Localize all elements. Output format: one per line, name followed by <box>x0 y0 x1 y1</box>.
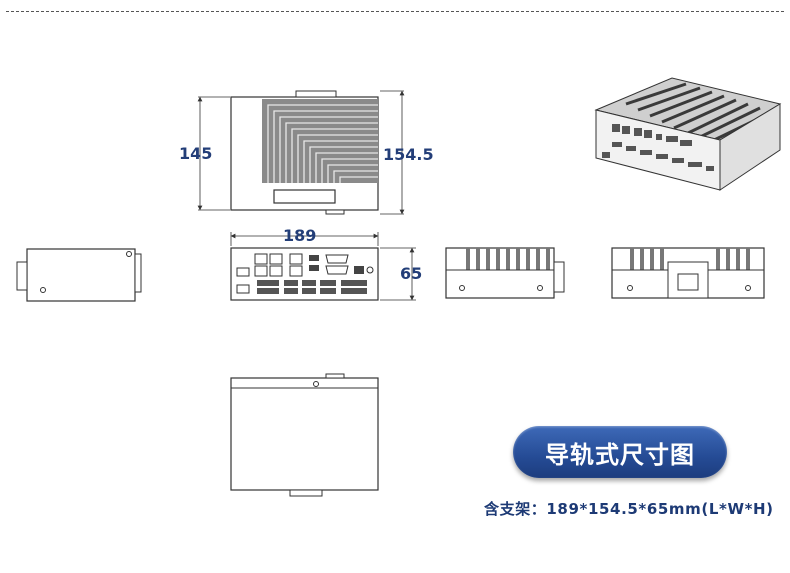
top-view <box>197 90 405 215</box>
spec-caption: 含支架：189*154.5*65mm(L*W*H) <box>484 500 774 518</box>
dimension-label-145: 145 <box>179 144 213 163</box>
side-view-right <box>445 247 565 299</box>
dimension-label-65: 65 <box>400 264 423 283</box>
left-side-view <box>16 248 142 302</box>
product-3d-illustration <box>594 77 782 191</box>
top-dashed-divider <box>6 11 784 12</box>
terminal-blocks <box>257 280 367 294</box>
lan-ports <box>254 253 303 277</box>
bottom-view <box>230 373 379 497</box>
title-badge: 导轨式尺寸图 <box>513 426 727 478</box>
dimension-label-154-5: 154.5 <box>383 145 434 164</box>
dimension-label-189: 189 <box>283 226 317 245</box>
heatsink-fins-top <box>262 99 378 183</box>
front-io-view <box>230 232 416 301</box>
label-plate <box>273 189 336 204</box>
side-view-bracket <box>611 247 765 299</box>
